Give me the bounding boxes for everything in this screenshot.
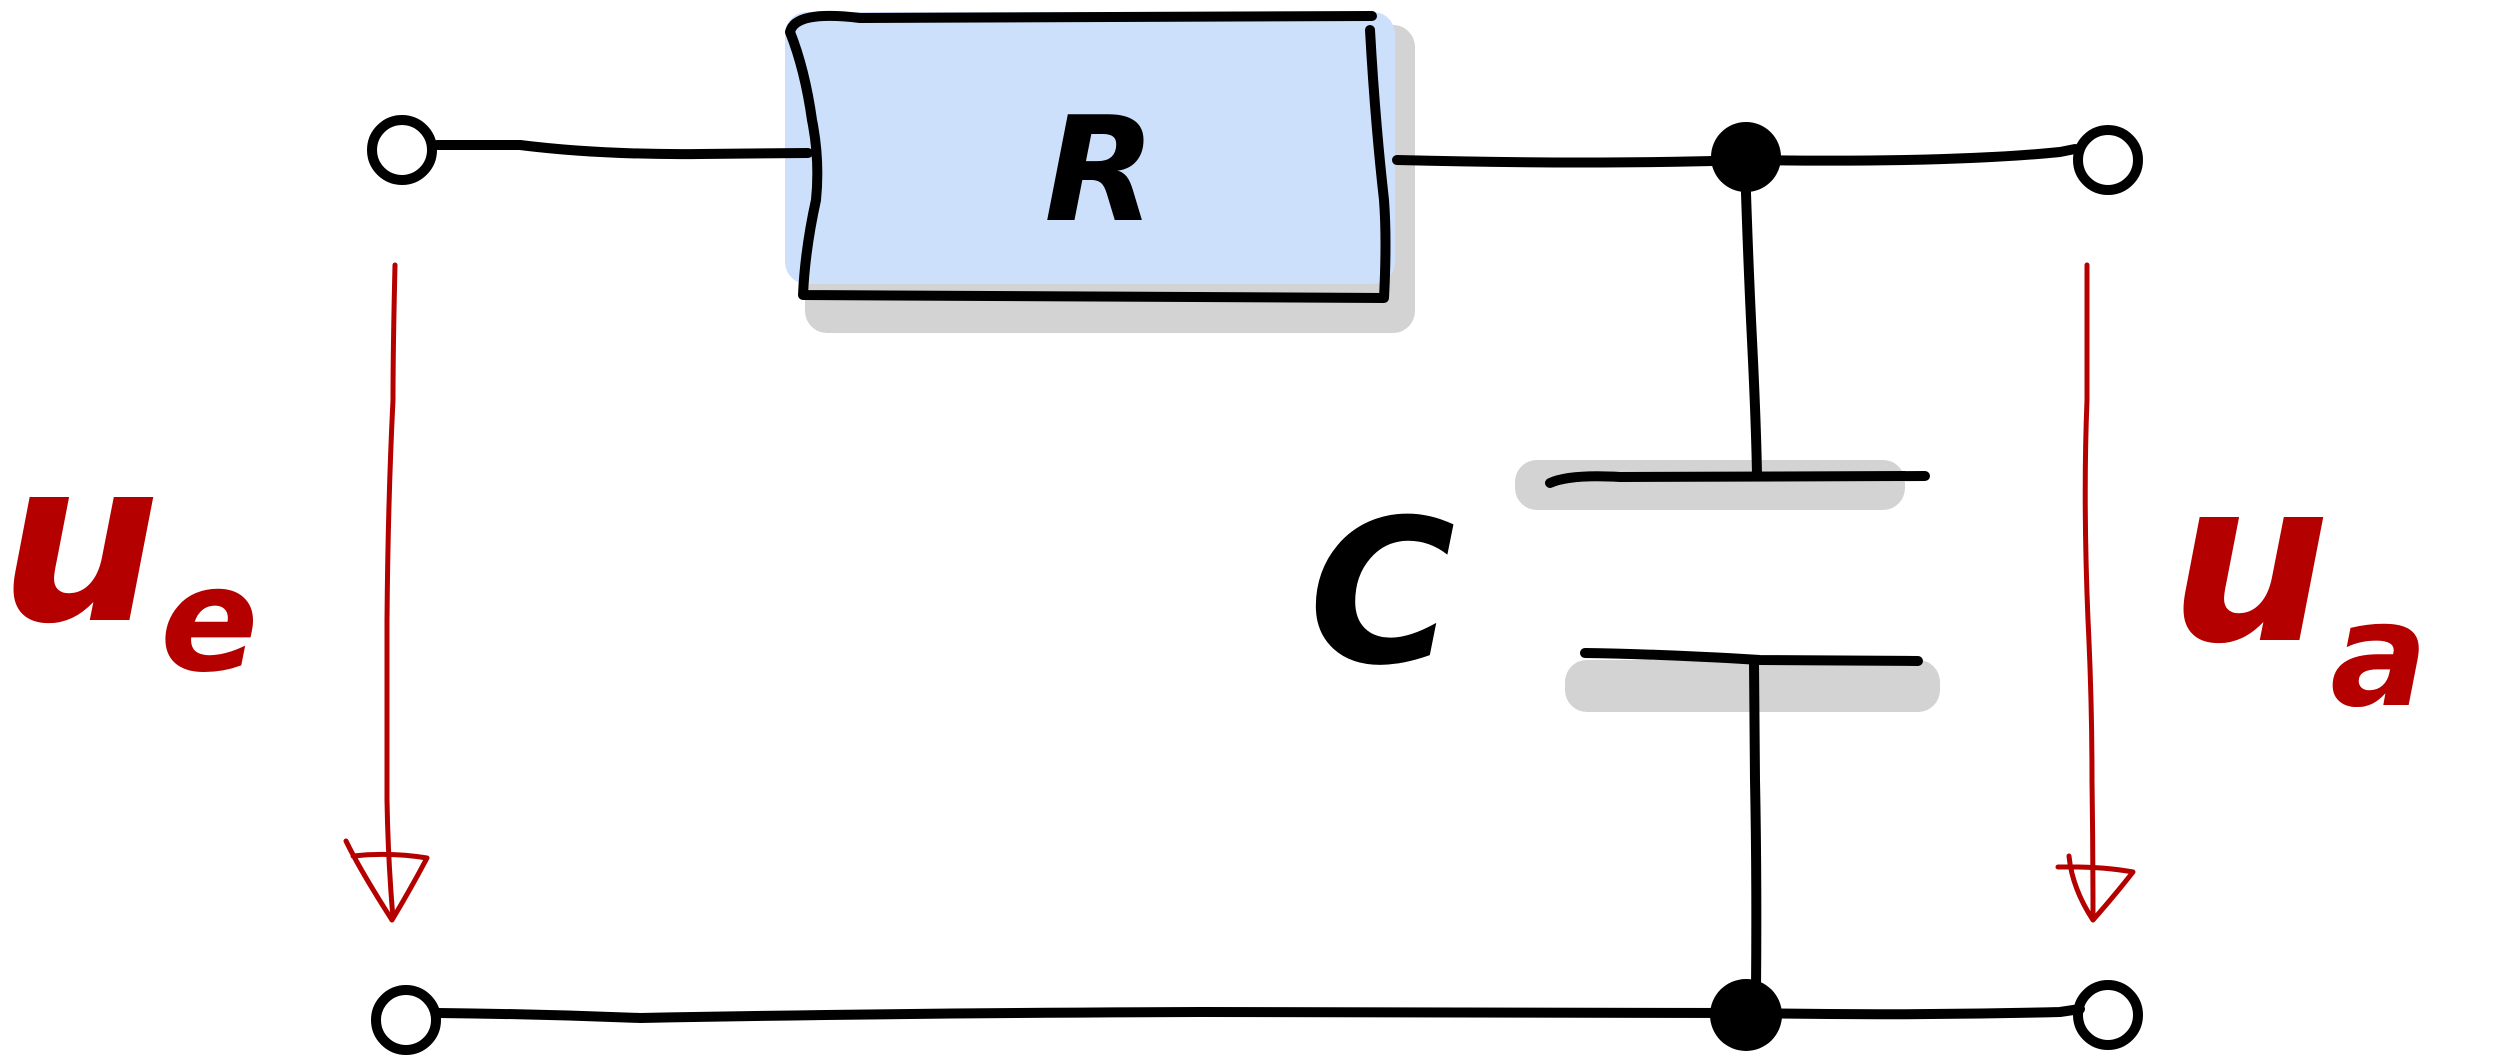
- wire-bottom-ground: [433, 1004, 2085, 1023]
- capacitor-top-plate-shadow: [1515, 460, 1905, 510]
- wire-capacitor-to-ground: [1749, 658, 1762, 995]
- input-voltage-label: ue: [0, 412, 259, 705]
- capacitor-bottom-plate: [1580, 648, 1923, 666]
- input-voltage-arrowhead-icon: [343, 838, 430, 923]
- output-terminal-bottom[interactable]: [2073, 980, 2143, 1050]
- output-voltage-arrowhead-icon: [2055, 853, 2136, 923]
- input-terminal-top[interactable]: [367, 115, 437, 185]
- output-voltage-arrow: [2082, 262, 2096, 921]
- output-voltage-label: ua: [2170, 432, 2428, 740]
- resistor-fill: [785, 12, 1395, 284]
- resistor-outline: [785, 10, 1391, 303]
- junction-node-bottom: [1710, 979, 1782, 1051]
- output-voltage-symbol: u: [2170, 432, 2330, 694]
- junction-node-top: [1711, 122, 1781, 192]
- wire-node-to-capacitor: [1740, 157, 1762, 480]
- input-terminal-bottom[interactable]: [371, 985, 441, 1055]
- input-voltage-subscript: e: [160, 536, 258, 705]
- capacitor-top-plate: [1545, 471, 1930, 488]
- output-voltage-subscript: a: [2330, 571, 2428, 740]
- resistor-label: R: [1044, 86, 1156, 255]
- output-terminal-top[interactable]: [2073, 125, 2143, 195]
- wire-input-to-resistor: [432, 140, 813, 160]
- capacitor-label: C: [1309, 477, 1456, 710]
- input-voltage-arrow: [384, 262, 398, 921]
- input-voltage-symbol: u: [0, 412, 160, 674]
